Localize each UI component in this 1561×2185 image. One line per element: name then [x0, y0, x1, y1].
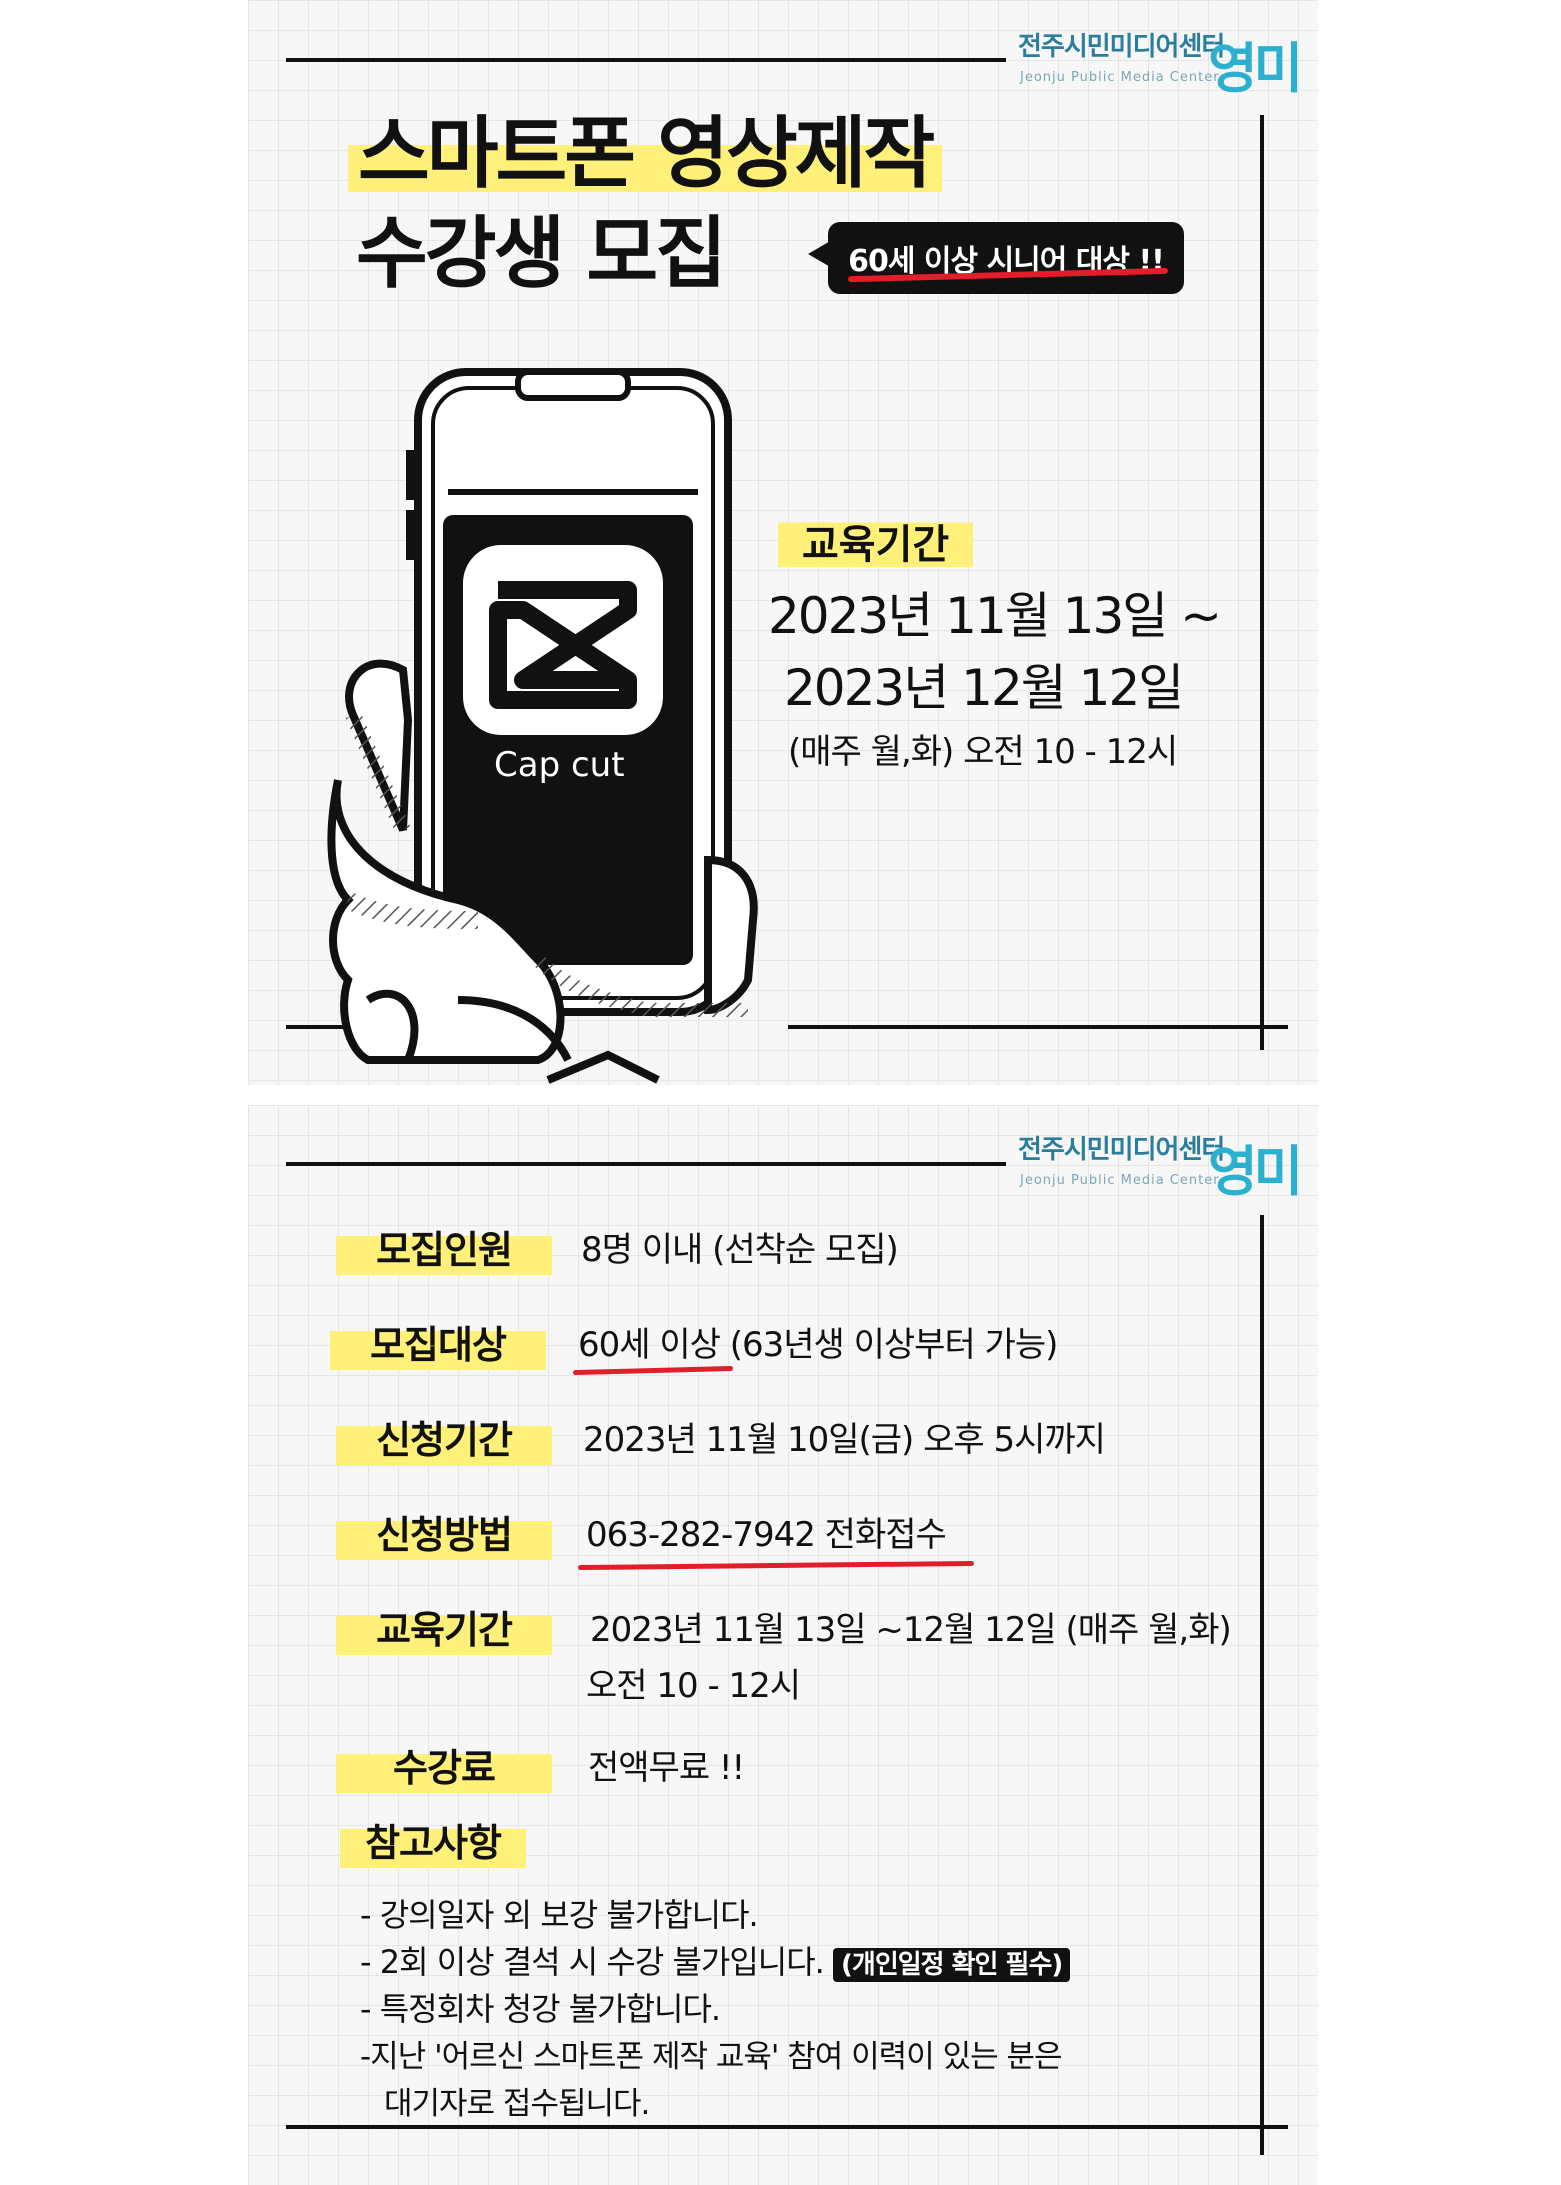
personal-schedule-tag: (개인일정 확인 필수): [833, 1948, 1071, 1982]
recruit-count-label: 모집인원: [336, 1225, 552, 1275]
recruit-target-label: 모집대상: [330, 1320, 546, 1370]
edu-period-label-2: 교육기간: [336, 1605, 552, 1655]
note-3: - 특정회차 청강 불가합니다.: [360, 1990, 721, 2028]
logo-brand: 영미: [1208, 37, 1303, 100]
notes-label: 참고사항: [340, 1818, 526, 1868]
recruit-count-value: 8명 이내 (선착순 모집): [581, 1230, 899, 1270]
jeonju-media-center-logo: 전주시민미디어센터 Jeonju Public Media Center 영미: [1018, 1125, 1303, 1205]
note-4: -지난 '어르신 스마트폰 제작 교육' 참여 이력이 있는 분은: [360, 2039, 1062, 2075]
logo-korean: 전주시민미디어센터: [1018, 1135, 1225, 1165]
frame-bottom-line-right: [788, 1025, 1288, 1029]
edu-period-time: 오전 10 - 12시: [586, 1666, 801, 1706]
recruit-target-value: 60세 이상 (63년생 이상부터 가능): [578, 1325, 1058, 1365]
note-5: 대기자로 접수됩니다.: [384, 2086, 650, 2122]
capcut-app-name: Cap cut: [494, 745, 625, 785]
logo-english: Jeonju Public Media Center: [1020, 1173, 1220, 1188]
apply-method-label: 신청방법: [336, 1510, 552, 1560]
edu-date-end: 2023년 12월 12일: [784, 659, 1184, 717]
frame-bottom-line: [286, 2125, 1288, 2129]
apply-method-value: 063-282-7942 전화접수: [586, 1515, 947, 1555]
poster-top-panel: 전주시민미디어센터 Jeonju Public Media Center 영미 …: [248, 0, 1318, 1085]
frame-right-line: [1260, 115, 1264, 1050]
frame-top-line: [286, 1162, 1006, 1166]
frame-right-line: [1260, 1215, 1264, 2155]
title-line-2: 수강생 모집: [356, 209, 727, 299]
poster-details-panel: 전주시민미디어센터 Jeonju Public Media Center 영미 …: [248, 1105, 1318, 2185]
note-2: - 2회 이상 결석 시 수강 불가입니다. (개인일정 확인 필수): [360, 1937, 1071, 1983]
logo-english: Jeonju Public Media Center: [1020, 70, 1220, 85]
phone-in-hand-illustration: [327, 368, 758, 1084]
edu-date-start: 2023년 11월 13일 ~: [768, 587, 1222, 645]
apply-period-value: 2023년 11월 10일(금) 오후 5시까지: [583, 1420, 1106, 1460]
logo-korean: 전주시민미디어센터: [1018, 32, 1225, 62]
edu-schedule: (매주 월,화) 오전 10 - 12시: [788, 732, 1178, 772]
senior-target-badge: 60세 이상 시니어 대상 !!: [828, 222, 1184, 294]
apply-period-label: 신청기간: [336, 1415, 552, 1465]
method-red-underline: [577, 1560, 975, 1571]
edu-period-value: 2023년 11월 13일 ~12월 12일 (매주 월,화): [590, 1610, 1232, 1650]
tuition-label: 수강료: [336, 1743, 552, 1793]
title-line-1: 스마트폰 영상제작: [348, 109, 943, 199]
logo-brand: 영미: [1208, 1140, 1303, 1203]
edu-period-label: 교육기간: [778, 512, 974, 570]
jeonju-media-center-logo: 전주시민미디어센터 Jeonju Public Media Center 영미: [1018, 22, 1303, 102]
frame-top-line: [286, 58, 1006, 62]
note-1: - 강의일자 외 보강 불가합니다.: [360, 1896, 759, 1934]
tuition-value: 전액무료 !!: [588, 1748, 745, 1788]
